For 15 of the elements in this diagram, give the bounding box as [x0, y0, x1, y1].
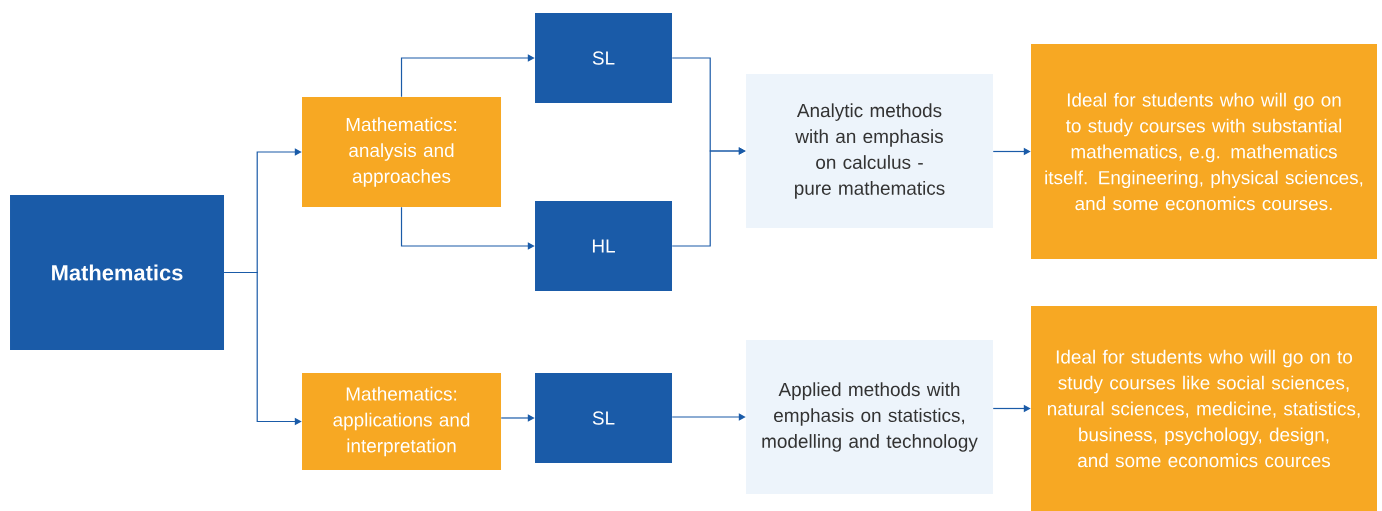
level-box: Mathematics — [10, 195, 224, 350]
level-box: SL — [535, 13, 672, 103]
course-box: Mathematics: applications and interpretation — [302, 373, 501, 470]
course-box: Mathematics: analysis and approaches — [302, 97, 501, 207]
level-box: SL — [535, 373, 672, 463]
arrow — [671, 147, 746, 247]
arrow — [671, 413, 746, 421]
arrow — [400, 206, 535, 250]
description-box: Ideal for students who will go on to study courses like social sciences, natural sciences, medicine, statistics, business, psychology, design, and some economics cources — [1031, 306, 1377, 511]
description-box: Ideal for students who will go on to study courses with substantial mathematics, e.g. mathematics itself. Engineering, physical sciences, and some economics courses. — [1031, 44, 1377, 259]
description-box: Applied methods with emphasis on statistics, modelling and technology — [746, 340, 993, 494]
description-box: Analytic methods with an emphasis on calculus - pure mathematics — [746, 74, 993, 228]
arrow — [500, 414, 535, 422]
arrow — [400, 54, 535, 98]
level-box: HL — [535, 201, 672, 291]
